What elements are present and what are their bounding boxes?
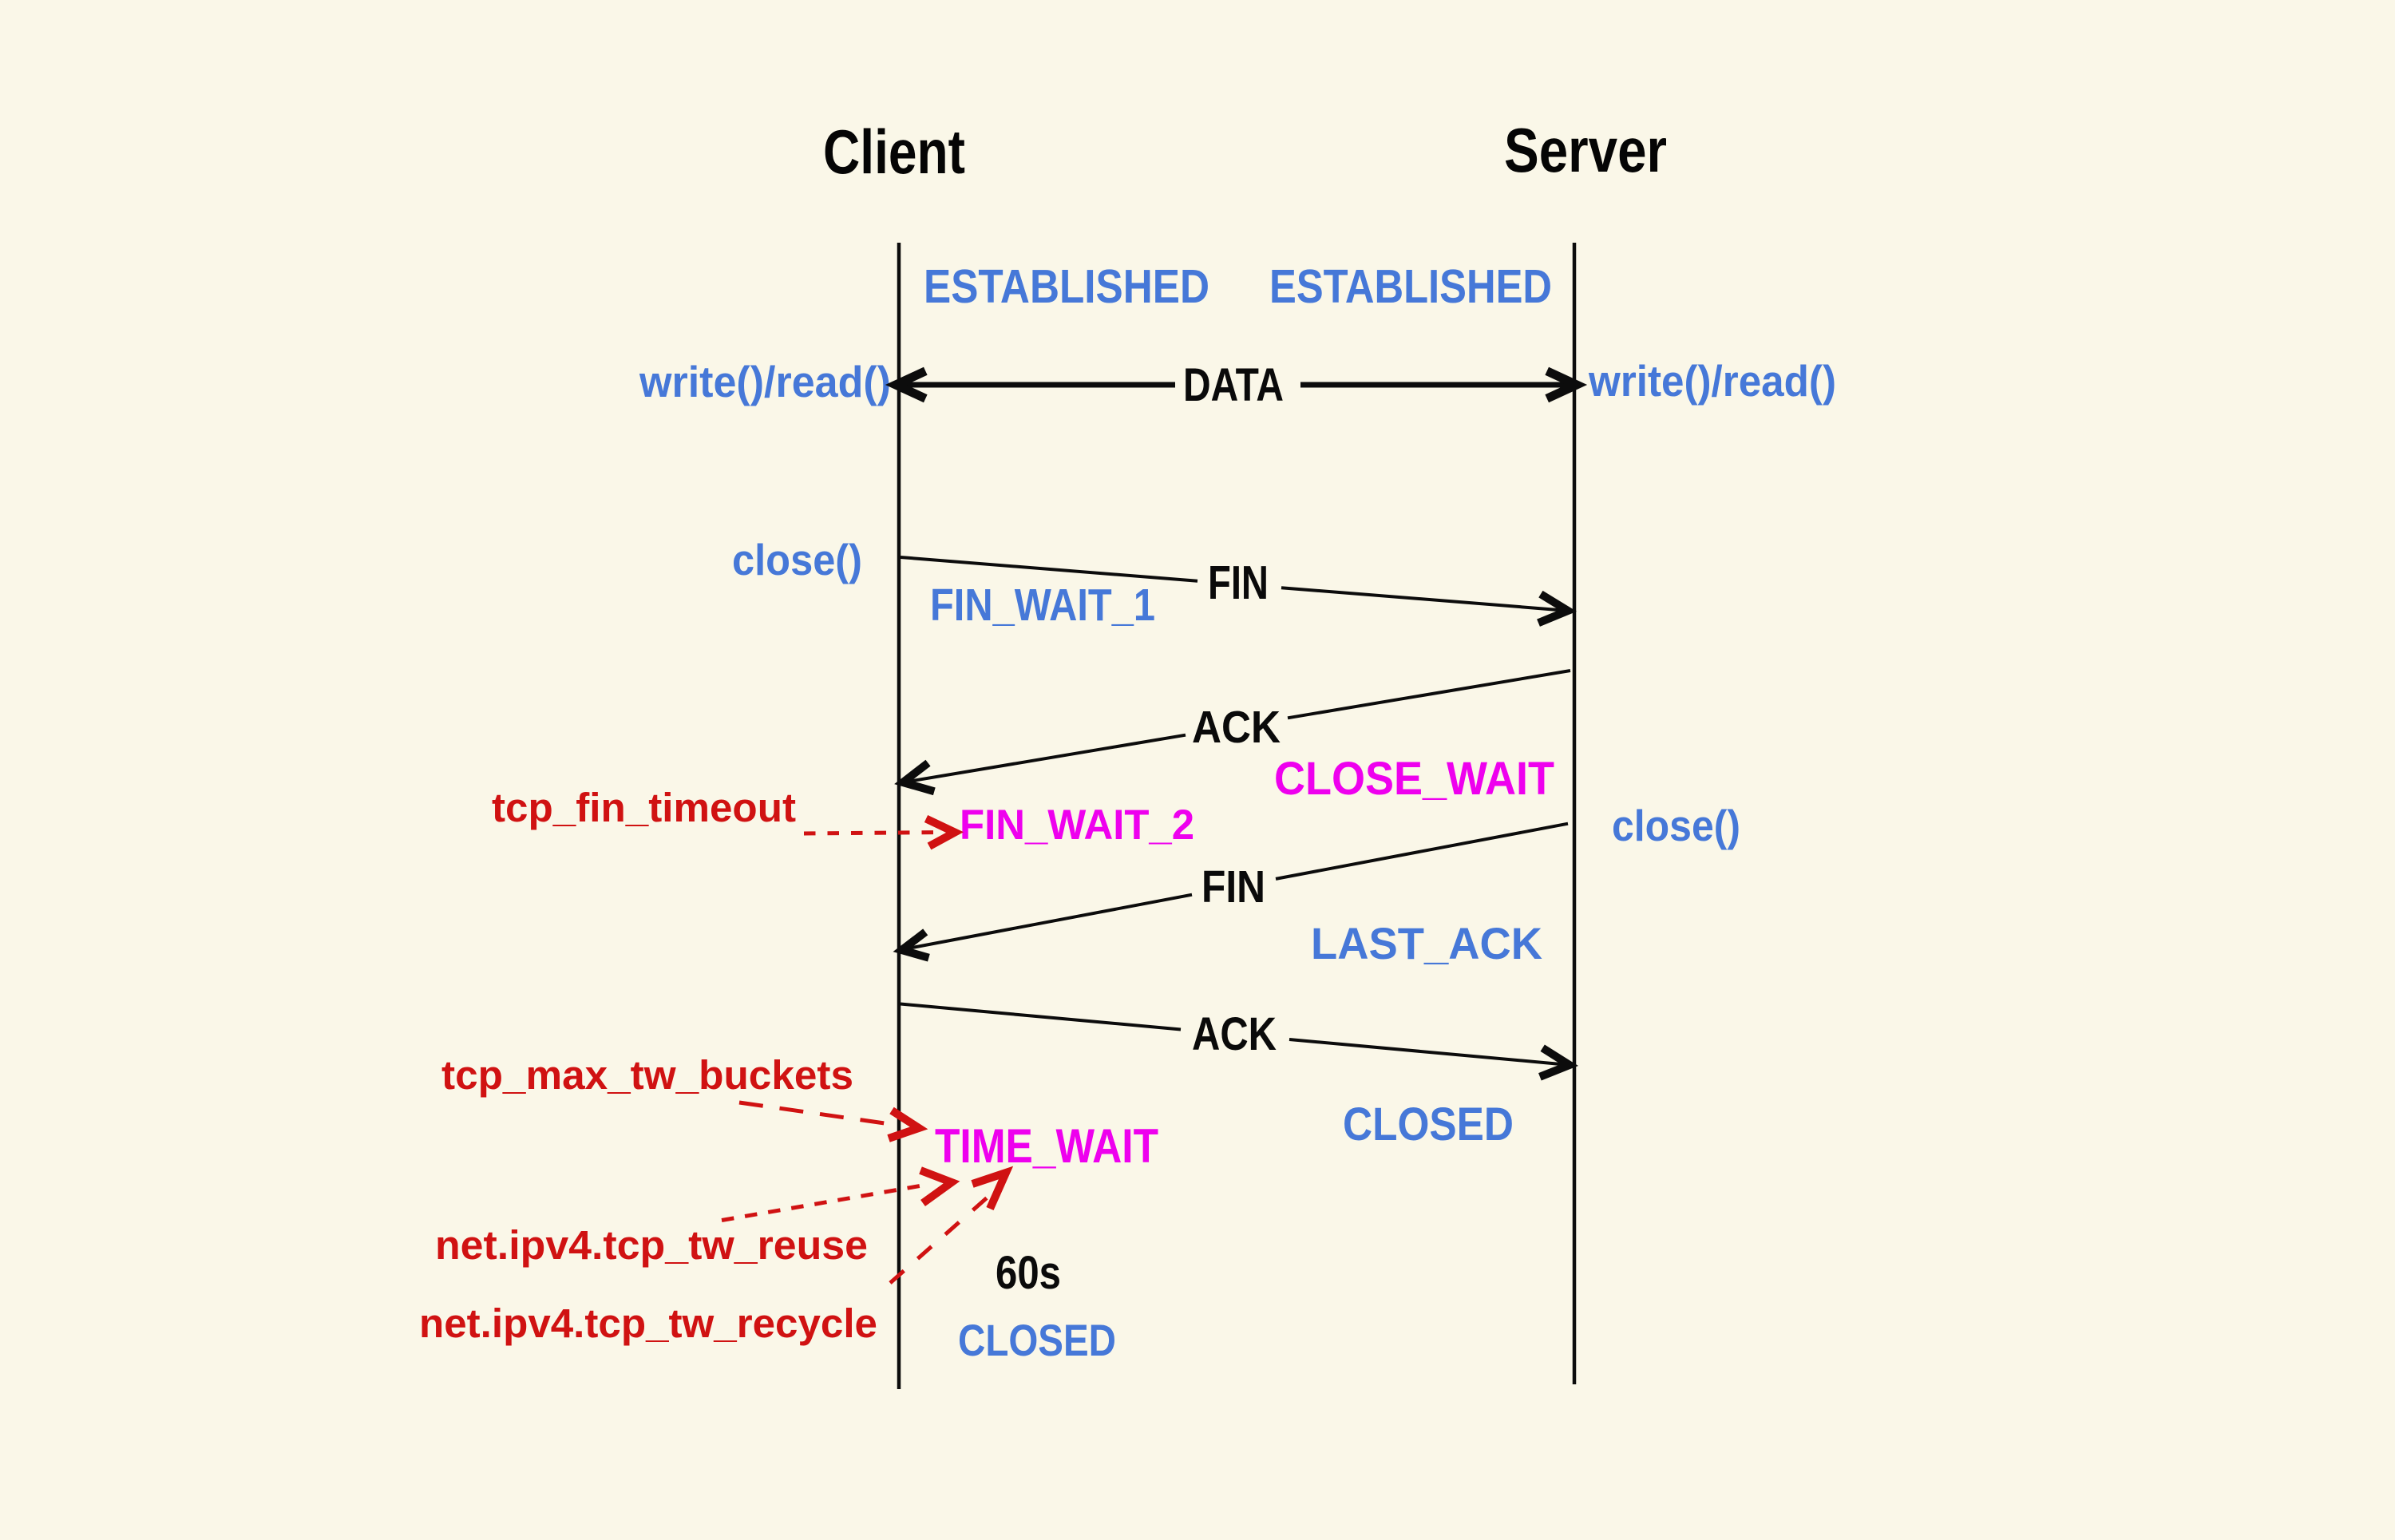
- svg-text:write()/read(): write()/read(): [1588, 356, 1836, 406]
- svg-text:FIN_WAIT_1: FIN_WAIT_1: [930, 580, 1155, 631]
- svg-text:FIN_WAIT_2: FIN_WAIT_2: [960, 802, 1194, 849]
- svg-text:ACK: ACK: [1192, 1008, 1277, 1060]
- svg-text:CLOSE_WAIT: CLOSE_WAIT: [1274, 753, 1554, 805]
- svg-text:TIME_WAIT: TIME_WAIT: [935, 1119, 1158, 1173]
- svg-text:DATA: DATA: [1183, 359, 1284, 411]
- svg-text:LAST_ACK: LAST_ACK: [1311, 918, 1542, 968]
- svg-text:CLOSED: CLOSED: [958, 1315, 1116, 1365]
- svg-text:tcp_max_tw_buckets: tcp_max_tw_buckets: [441, 1052, 853, 1098]
- svg-text:ACK: ACK: [1192, 702, 1281, 753]
- svg-text:net.ipv4.tcp_tw_reuse: net.ipv4.tcp_tw_reuse: [435, 1222, 868, 1268]
- svg-text:tcp_fin_timeout: tcp_fin_timeout: [492, 785, 796, 830]
- svg-text:net.ipv4.tcp_tw_recycle: net.ipv4.tcp_tw_recycle: [419, 1300, 877, 1346]
- svg-text:Client: Client: [823, 117, 965, 187]
- svg-text:60s: 60s: [996, 1247, 1061, 1299]
- svg-text:ESTABLISHED: ESTABLISHED: [924, 260, 1209, 313]
- svg-text:write()/read(): write()/read(): [639, 357, 891, 406]
- svg-text:CLOSED: CLOSED: [1343, 1099, 1514, 1150]
- svg-text:FIN: FIN: [1208, 556, 1269, 609]
- svg-text:close(): close(): [732, 535, 862, 584]
- svg-text:FIN: FIN: [1201, 861, 1265, 913]
- svg-text:ESTABLISHED: ESTABLISHED: [1269, 260, 1552, 313]
- svg-text:Server: Server: [1504, 115, 1667, 185]
- svg-text:close(): close(): [1612, 801, 1740, 850]
